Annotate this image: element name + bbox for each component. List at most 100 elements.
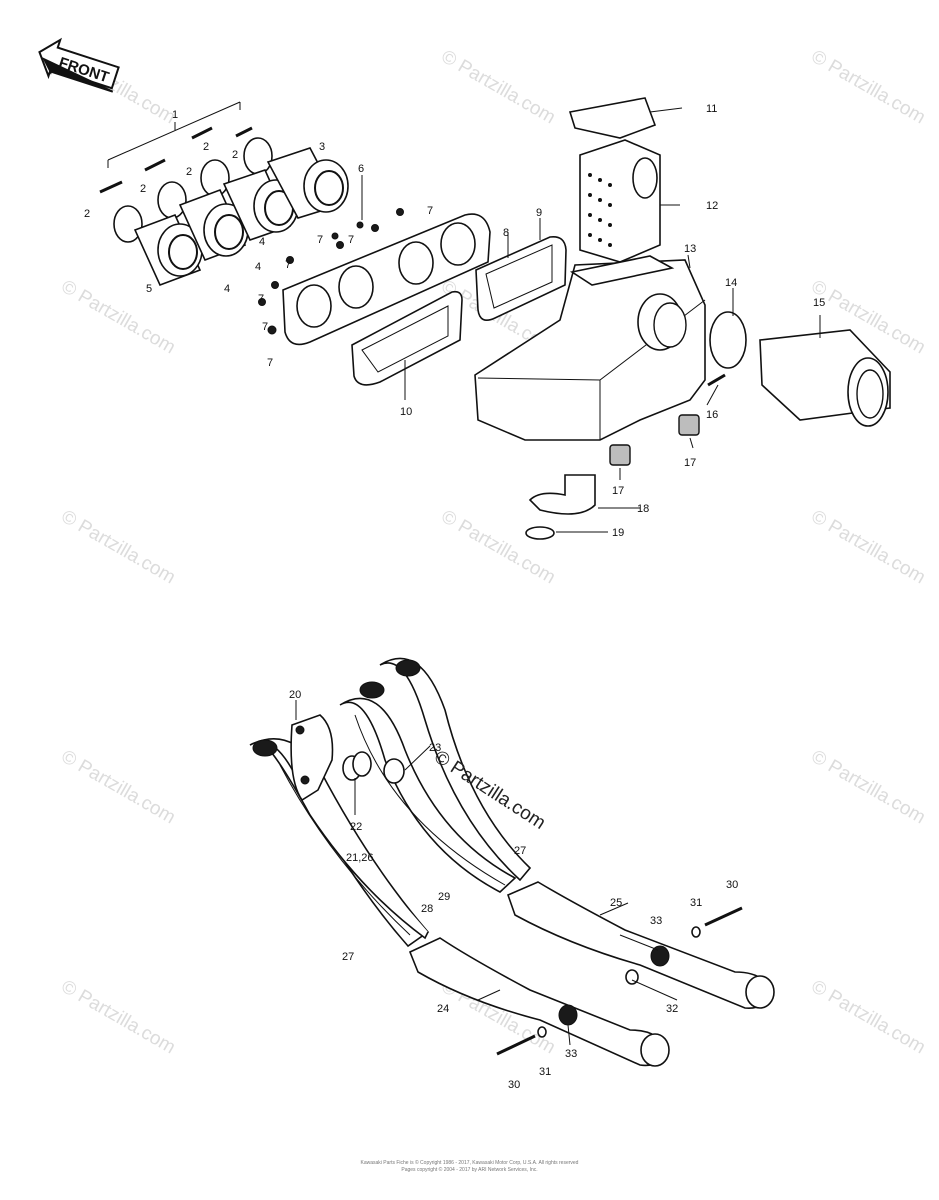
air-box: [474, 259, 706, 441]
gasket: [475, 235, 567, 321]
callout-label: 27: [514, 845, 526, 857]
callout-label: 17: [612, 485, 624, 497]
callout-label: 19: [612, 527, 624, 539]
callout-label: 2: [140, 183, 146, 195]
callout-label: 2: [186, 166, 192, 178]
mounting-plate: [282, 213, 491, 346]
watermark: © Partzilla.com: [808, 506, 929, 588]
air-intake-assembly: [99, 97, 891, 540]
filter-cap: [568, 97, 657, 139]
callout-label: 30: [726, 879, 738, 891]
callout-label: 1: [172, 109, 178, 121]
callout-label: 25: [610, 897, 622, 909]
callout-label: 18: [637, 503, 649, 515]
muffler: [408, 937, 670, 1067]
nut-icon: [258, 208, 404, 335]
muffler: [506, 881, 775, 1009]
copyright-line: Kawasaki Parts Fiche is © Copyright 1986…: [360, 1160, 579, 1166]
callout-label: 2: [203, 141, 209, 153]
watermark: © Partzilla.com: [58, 506, 179, 588]
copyright-line: Pages copyright © 2004 - 2017 by ARI Net…: [401, 1167, 538, 1173]
callout-label: 7: [285, 259, 291, 271]
callout-label: 2: [84, 208, 90, 220]
callout-label: 33: [565, 1048, 577, 1060]
pipe-end: [395, 659, 421, 677]
callout-label: 23: [429, 742, 441, 754]
watermark-layer: © Partzilla.com © Partzilla.com © Partzi…: [58, 46, 929, 1058]
drain-elbow: [528, 474, 596, 515]
callout-label: 31: [690, 897, 702, 909]
gasket-ring: [383, 758, 405, 784]
pipe-end: [252, 739, 278, 757]
callout-label: 10: [400, 406, 412, 418]
hose-clamp: [157, 181, 187, 219]
callout-label: 17: [684, 457, 696, 469]
exhaust-assembly: [249, 657, 775, 1067]
callout-label: 21,26: [346, 852, 374, 864]
bolt-icon: [704, 906, 743, 927]
rubber-bushing: [558, 1004, 578, 1026]
callout-label: 4: [255, 261, 261, 273]
callout-label: 7: [258, 293, 264, 305]
hose-clamp: [243, 137, 273, 175]
callout-label: 2: [232, 149, 238, 161]
callout-label: 7: [317, 234, 323, 246]
watermark: © Partzilla.com: [58, 976, 179, 1058]
watermark: © Partzilla.com: [808, 746, 929, 828]
gasket: [569, 255, 675, 286]
drain-cap: [678, 414, 700, 436]
bolt-icon: [496, 1034, 536, 1056]
watermark: © Partzilla.com: [808, 976, 929, 1058]
callout-label: 7: [348, 234, 354, 246]
drain-cap: [609, 444, 631, 466]
filter-element: [579, 139, 661, 263]
gasket: [351, 290, 463, 386]
screw-icon: [707, 373, 726, 387]
callout-label: 22: [350, 821, 362, 833]
callout-label: 7: [262, 321, 268, 333]
callout-label: 11: [706, 103, 717, 115]
callout-label: 8: [503, 227, 509, 239]
callout-label: 16: [706, 409, 718, 421]
exhaust-flange: [290, 714, 334, 802]
hose-clamp: [113, 205, 143, 243]
exhaust-pipe: [339, 697, 517, 893]
washer: [691, 926, 701, 938]
callout-label: 28: [421, 903, 433, 915]
callout-label: 3: [319, 141, 325, 153]
callout-label: 30: [508, 1079, 520, 1091]
callout-label: 32: [666, 1003, 678, 1015]
callout-label: 24: [437, 1003, 449, 1015]
o-ring: [525, 526, 555, 540]
callout-label: 6: [358, 163, 364, 175]
intake-duct: [133, 213, 203, 287]
rubber-bushing: [650, 945, 670, 967]
leader-lines: [295, 107, 821, 1046]
callout-label: 13: [684, 243, 696, 255]
callout-label: 27: [342, 951, 354, 963]
air-filter-cylinder: [759, 329, 891, 427]
callout-labels: 1 2 2 2 2 2 3 4 4 4 5 6 7 7 7 7 7 7 7 8 …: [84, 103, 825, 1091]
callout-label: 7: [427, 205, 433, 217]
callout-label: 4: [224, 283, 230, 295]
collar: [352, 751, 372, 777]
callout-label: 29: [438, 891, 450, 903]
callout-label: 7: [267, 357, 273, 369]
washer: [625, 969, 639, 985]
hose-clamp: [200, 159, 230, 197]
watermark: © Partzilla.com: [438, 46, 559, 128]
callout-label: 15: [813, 297, 825, 309]
callout-label: 31: [539, 1066, 551, 1078]
clamp-ring: [709, 311, 747, 369]
watermark: © Partzilla.com: [438, 506, 559, 588]
callout-label: 9: [536, 207, 542, 219]
intake-duct: [178, 188, 249, 262]
front-arrow-badge: FRONT: [38, 37, 120, 93]
callout-label: 14: [725, 277, 737, 289]
callout-label: 12: [706, 200, 718, 212]
exhaust-pipe: [379, 657, 532, 882]
pipe-end: [359, 681, 385, 699]
intake-duct: [266, 147, 349, 219]
washer: [537, 1026, 547, 1038]
